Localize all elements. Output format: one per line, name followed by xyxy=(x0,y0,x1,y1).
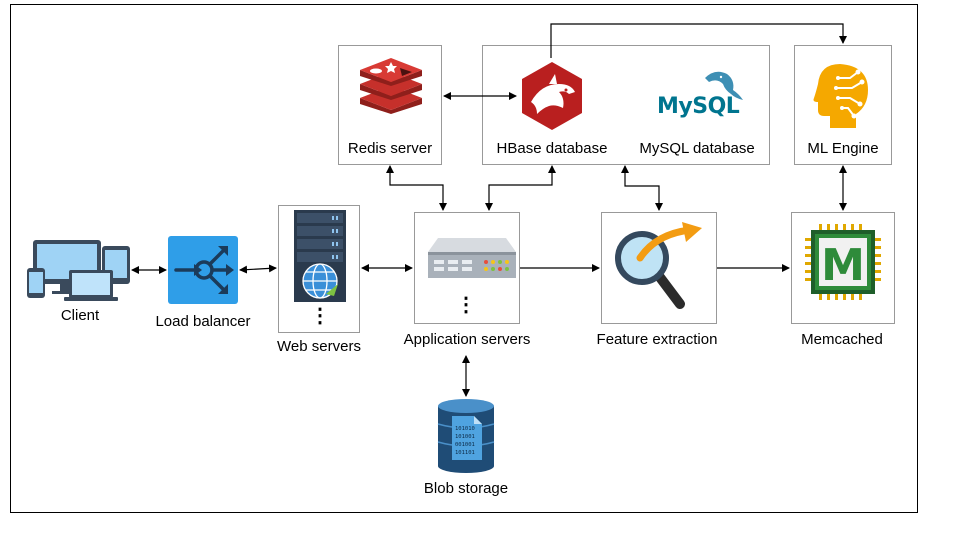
redis-server-label: Redis server xyxy=(347,140,433,157)
blob-bits-line-2: 101001 xyxy=(455,434,475,440)
mysql-logo-text: MySQL xyxy=(657,94,740,119)
blob-storage-label: Blob storage xyxy=(423,480,509,497)
load-balancer-icon xyxy=(168,236,238,304)
web-servers-ellipsis: ⋮ xyxy=(310,305,330,327)
diagram-frame xyxy=(10,4,918,513)
client-devices-icon xyxy=(27,240,130,301)
client-label: Client xyxy=(60,307,100,324)
mysql-database-label: MySQL database xyxy=(639,140,755,157)
server-rack-icon xyxy=(294,210,346,302)
blob-bits-line-4: 101101 xyxy=(455,450,475,456)
memcached-label: Memcached xyxy=(801,331,883,348)
hbase-icon xyxy=(522,62,582,130)
load-balancer-label: Load balancer xyxy=(155,313,251,330)
arrow-loadbalancer-web xyxy=(239,264,277,274)
feature-extraction-label: Feature extraction xyxy=(596,331,718,348)
mysql-logo-icon: MySQL xyxy=(655,68,745,124)
memcached-letter: M xyxy=(821,240,865,291)
ml-engine-brain-head-icon xyxy=(813,64,868,128)
web-servers-label: Web servers xyxy=(277,338,361,355)
ml-engine-label: ML Engine xyxy=(807,140,879,157)
memcached-chip-icon: M xyxy=(805,224,881,300)
arrow-hbase-app xyxy=(485,165,556,211)
blob-bits-line-1: 101010 xyxy=(455,426,475,432)
redis-icon xyxy=(360,58,422,114)
hbase-database-label: HBase database xyxy=(496,140,608,157)
arrow-db-feature xyxy=(621,165,663,211)
application-servers-label: Application servers xyxy=(403,331,531,348)
magnifier-icon xyxy=(615,222,702,309)
arrow-redis-app xyxy=(386,165,447,211)
application-server-icon xyxy=(428,238,516,278)
blob-bits-line-3: 001001 xyxy=(455,442,475,448)
blob-storage-icon: 101010 101001 001001 101101 xyxy=(437,399,495,473)
arrow-hbase-ml xyxy=(550,23,847,58)
application-servers-ellipsis: ⋮ xyxy=(456,294,476,316)
